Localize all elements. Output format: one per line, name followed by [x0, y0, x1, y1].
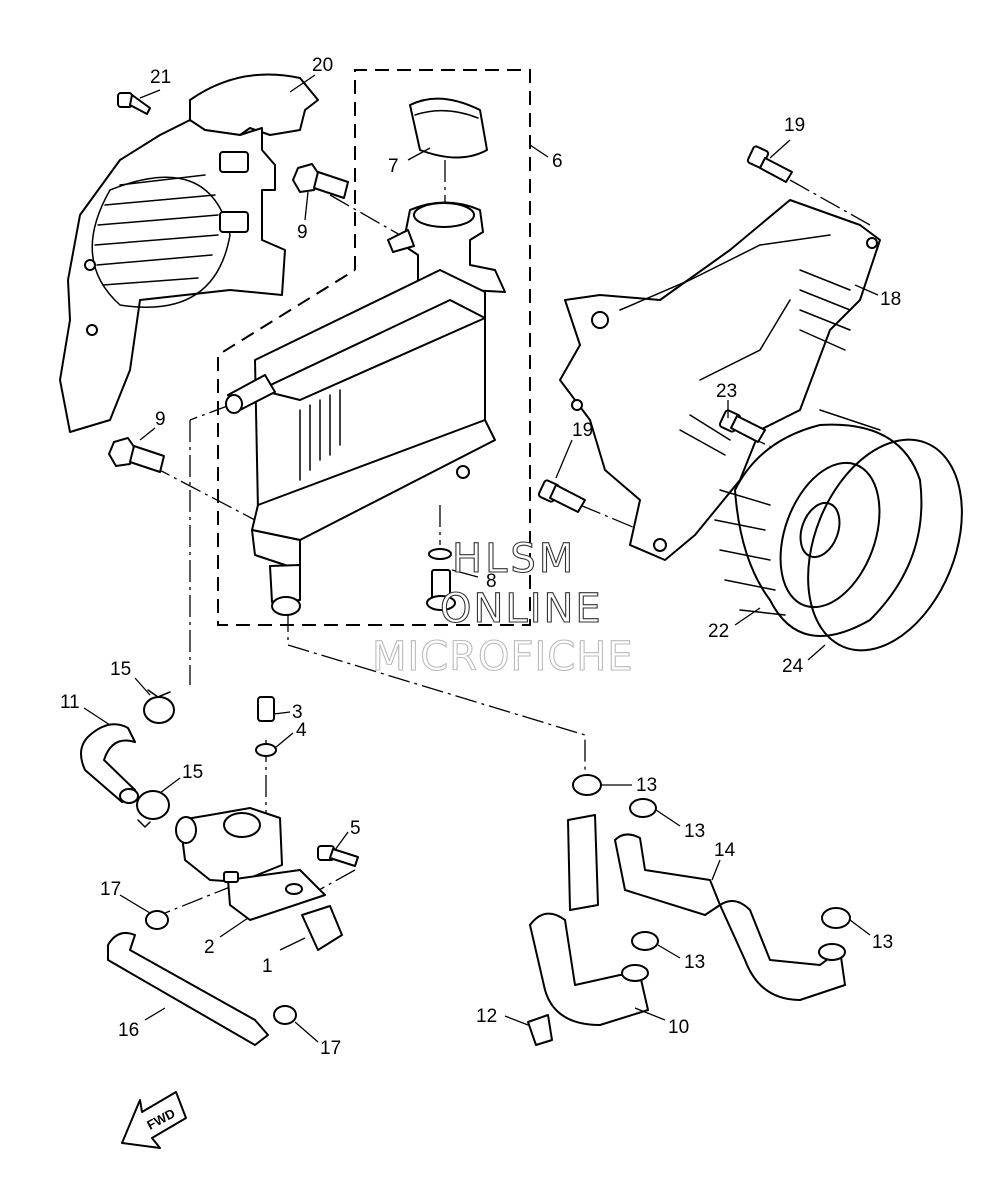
- callout-21: 21: [150, 67, 171, 88]
- washer-4: [255, 743, 277, 757]
- engine-shroud: [559, 199, 881, 561]
- callout-7: 7: [388, 156, 399, 177]
- bolt-5: [317, 845, 359, 867]
- callout-13-b: 13: [684, 821, 705, 842]
- thermostat-housing: [175, 807, 343, 951]
- callout-18: 18: [880, 289, 901, 310]
- callout-8: 8: [486, 571, 497, 592]
- hose-14: [614, 833, 846, 1001]
- bolt-9-upper: [292, 163, 349, 199]
- callout-10: 10: [668, 1017, 689, 1038]
- watermark-line-3: MICROFICHE: [372, 634, 634, 680]
- clamp-13-a: [572, 774, 602, 796]
- callout-20: 20: [312, 55, 333, 76]
- watermark: HLSM ONLINE MICROFICHE: [371, 535, 634, 680]
- callout-2: 2: [204, 937, 215, 958]
- callout-13-a: 13: [636, 775, 657, 796]
- radiator-cap: [409, 97, 488, 159]
- clamp-13-d: [631, 931, 659, 951]
- cooling-fan: [714, 409, 923, 637]
- hose-16: [107, 932, 269, 1046]
- watermark-line-2: ONLINE: [440, 586, 603, 632]
- callout-12: 12: [476, 1006, 497, 1027]
- clamp-17-upper: [145, 910, 169, 930]
- clamp-15-upper: [143, 689, 175, 724]
- callout-19-lower: 19: [572, 420, 593, 441]
- bolt-19-upper: [746, 145, 793, 183]
- callout-16: 16: [118, 1020, 139, 1041]
- clamp-13-b: [629, 798, 657, 818]
- callout-23: 23: [716, 381, 737, 402]
- callout-1: 1: [262, 956, 273, 977]
- bolt-19-lower: [537, 479, 586, 513]
- leader-lines: [83, 74, 879, 1043]
- callout-9-lower: 9: [155, 409, 166, 430]
- callout-15-lower: 15: [182, 762, 203, 783]
- clamp-15-lower: [136, 790, 170, 829]
- bolt-9-lower: [108, 437, 165, 473]
- callout-14: 14: [714, 840, 736, 861]
- clamp-17-lower: [273, 1005, 297, 1025]
- clamp-12: [527, 1014, 553, 1046]
- callout-13-d: 13: [684, 952, 705, 973]
- callout-17-lower: 17: [320, 1038, 341, 1059]
- callout-22: 22: [708, 621, 729, 642]
- hose-10: [529, 814, 649, 1026]
- drain-bolt: [426, 548, 456, 611]
- fan-shroud-cover: [59, 73, 319, 433]
- callout-5: 5: [350, 818, 361, 839]
- callout-9-upper: 9: [297, 222, 308, 243]
- callout-3: 3: [292, 702, 303, 723]
- radiator-core: [225, 201, 506, 616]
- hose-11: [80, 723, 139, 804]
- callout-19-upper: 19: [784, 115, 805, 136]
- screw-21: [117, 92, 151, 115]
- callout-11: 11: [60, 692, 80, 713]
- callout-24: 24: [782, 656, 804, 677]
- callout-numbers: 1 2 3 4 5 6 7 8 9 9 10 11 12 13 13 13 13…: [60, 55, 901, 1059]
- bolt-3: [257, 696, 275, 722]
- callout-4: 4: [296, 720, 307, 741]
- radiator-assembly-box: [217, 69, 531, 626]
- callout-17-upper: 17: [100, 879, 121, 900]
- fwd-arrow: FWD: [121, 1091, 187, 1149]
- callout-15-upper: 15: [110, 659, 131, 680]
- callout-6: 6: [552, 151, 563, 172]
- bolt-23: [718, 409, 766, 443]
- clamp-13-c: [821, 907, 851, 929]
- callout-13-c: 13: [872, 932, 893, 953]
- watermark-line-1: HLSM: [452, 536, 576, 582]
- o-ring-24: [807, 438, 963, 652]
